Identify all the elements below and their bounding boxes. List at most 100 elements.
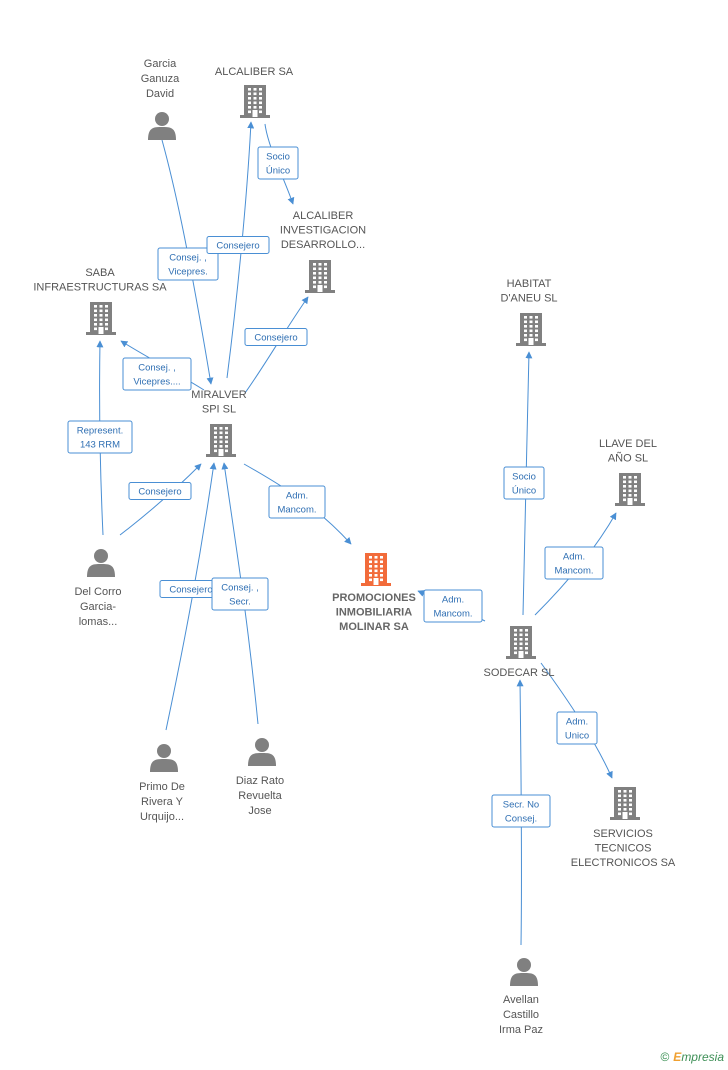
node-label: MIRALVER [191,389,246,401]
edge-label-text: Adm. [286,491,308,502]
building-icon [305,260,335,293]
edge-label-text: Secr. [229,597,251,608]
node-label: Garcia [144,58,177,70]
building-icon [506,626,536,659]
node-label: Rivera Y [141,796,184,808]
node-alcaliber[interactable]: ALCALIBER SA [215,66,294,118]
node-label: SERVICIOS [593,828,653,840]
building-icon [516,313,546,346]
edge-label-text: Mancom. [554,566,593,577]
edge-label-text: Vicepres. [168,267,207,278]
node-label: Castillo [503,1009,539,1021]
empresia-watermark: ©Empresia [660,1050,724,1064]
node-label: INVESTIGACION [280,225,366,237]
building-icon [240,85,270,118]
node-sodecar[interactable]: SODECAR SL [484,626,555,679]
person-icon [248,738,276,766]
node-label: SODECAR SL [484,667,555,679]
building-icon [615,473,645,506]
node-label: AÑO SL [608,452,648,465]
edge-label-text: Único [512,486,536,497]
building-icon [361,553,391,586]
node-label: ALCALIBER SA [215,66,294,78]
edge-label-text: 143 RRM [80,440,120,451]
node-label: D'ANEU SL [500,293,557,305]
node-label: lomas... [79,616,118,628]
edge-label-miralver-to-promociones[interactable]: Adm. Mancom. [268,485,326,519]
edge-miralver-to-alcaliber_inv [244,296,309,394]
edge-label-sodecar-to-llave[interactable]: Adm. Mancom. [544,546,604,580]
edge-label-sodecar-to-promociones[interactable]: Adm. Mancom. [423,589,483,623]
node-label: ALCALIBER [293,210,354,222]
node-promociones[interactable]: PROMOCIONES INMOBILIARIA MOLINAR SA [332,553,416,633]
node-label: Jose [248,805,271,817]
edge-label-text: Consej. , [138,363,176,374]
person-icon [510,958,538,986]
edge-label-delcorro-to-miralver[interactable]: Consejero [128,482,192,500]
edge-label-text: Socio [512,472,536,483]
edge-label-delcorro-to-saba[interactable]: Represent.143 RRM [67,420,133,454]
node-label: David [146,88,174,100]
edge-primo-to-miralver [165,462,217,731]
node-label: INMOBILIARIA [336,607,412,619]
node-alcaliber_inv[interactable]: ALCALIBER INVESTIGACION DESARROLLO... [280,210,366,293]
node-label: Revuelta [238,790,282,802]
edge-label-miralver-to-saba[interactable]: Consej. , Vicepres.... [122,357,192,391]
edge-label-text: Adm. [442,595,464,606]
node-label: Diaz Rato [236,775,284,787]
node-label: Ganuza [141,73,180,85]
edge-delcorro-to-miralver [119,463,202,536]
edge-label-text: Mancom. [433,609,472,620]
edge-label-diaz-to-miralver[interactable]: Consej. , Secr. [211,577,269,611]
node-label: ELECTRONICOS SA [571,857,676,869]
edge-label-text: Consej. [505,814,537,825]
node-label: Irma Paz [499,1024,543,1036]
edge-label-miralver-to-alcaliber_inv[interactable]: Consejero [244,328,308,346]
person-icon [148,112,176,140]
node-llave[interactable]: LLAVE DEL AÑO SL [599,438,657,506]
person-icon [150,744,178,772]
node-label: SABA [85,267,115,279]
node-label: Garcia- [80,601,116,613]
building-icon [206,424,236,457]
edge-label-text: Consejero [169,585,212,596]
edge-label-text: Consejero [138,487,181,498]
edge-label-text: Consejero [216,241,259,252]
node-saba[interactable]: SABA INFRAESTRUCTURAS SA [33,267,167,335]
edge-label-text: Adm. [563,552,585,563]
edge-label-garcia-to-miralver[interactable]: Consej. , Vicepres. [157,247,219,281]
copyright-symbol: © [660,1050,670,1064]
node-miralver[interactable]: MIRALVER SPI SL [191,389,247,457]
node-label: SPI SL [202,404,236,416]
node-label: INFRAESTRUCTURAS SA [33,282,167,294]
edge-label-miralver-to-alcaliber[interactable]: Consejero [206,236,270,254]
node-delcorro[interactable]: Del CorroGarcia-lomas... [74,549,122,628]
node-label: DESARROLLO... [281,239,365,251]
node-label: PROMOCIONES [332,592,416,604]
node-label: Primo De [139,781,185,793]
brand-logo: Empresia [673,1050,724,1064]
edge-label-text: Consejero [254,333,297,344]
edge-label-text: Consej. , [169,253,207,264]
node-primo[interactable]: Primo De Rivera Y Urquijo... [139,744,185,823]
node-label: Avellan [503,994,539,1006]
node-label: Urquijo... [140,811,184,823]
edge-label-sodecar-to-servicios[interactable]: Adm.Unico [556,711,598,745]
node-label: LLAVE DEL [599,438,657,450]
node-label: MOLINAR SA [339,621,409,633]
edge-label-text: Mancom. [277,505,316,516]
building-icon [86,302,116,335]
edge-label-text: Vicepres.... [133,377,180,388]
edge-garcia-to-miralver [161,139,214,385]
edge-label-text: Consej. , [221,583,259,594]
